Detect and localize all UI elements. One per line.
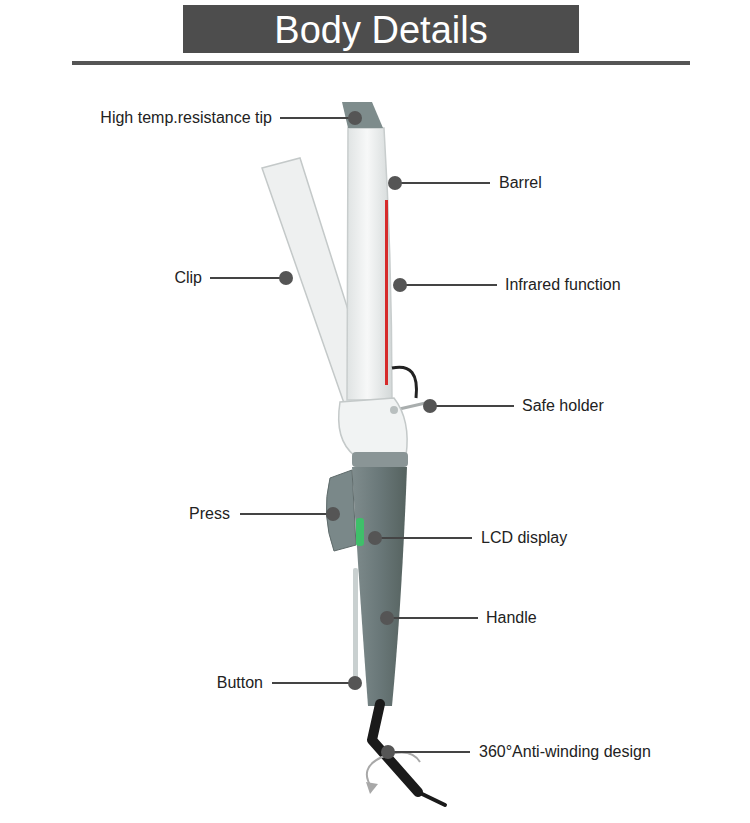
leader-line (272, 682, 355, 684)
holder-wire (392, 367, 417, 398)
leader-lines (210, 118, 514, 752)
leader-line (395, 182, 490, 184)
leader-dot (368, 531, 382, 545)
leader-line (240, 513, 333, 515)
tip-shape (342, 102, 383, 128)
handle-shape (352, 467, 407, 706)
part-label: 360°Anti-winding design (479, 742, 651, 761)
leader-dots (279, 111, 437, 759)
press-lever (326, 470, 356, 551)
handle-collar (352, 452, 408, 467)
hinge-pin (390, 406, 398, 414)
part-label: High temp.resistance tip (100, 108, 272, 127)
leader-line (210, 277, 286, 279)
leader-line (375, 537, 472, 539)
leader-dot (326, 507, 340, 521)
leader-line (400, 284, 497, 286)
leader-dot (279, 271, 293, 285)
part-label: Press (189, 504, 230, 523)
leader-dot (423, 399, 437, 413)
leader-dot (348, 676, 362, 690)
button-slot (353, 568, 358, 690)
lcd-window (356, 518, 364, 546)
barrel-shape (347, 128, 392, 400)
power-cord (372, 704, 418, 792)
part-label: Clip (174, 268, 202, 287)
page-title: Body Details (274, 11, 487, 49)
part-label: Barrel (499, 173, 542, 192)
leader-dot (388, 176, 402, 190)
part-label: Safe holder (522, 396, 604, 415)
leader-dot (348, 111, 362, 125)
infrared-strip (385, 200, 388, 385)
clip-base (339, 398, 407, 456)
part-label: Handle (486, 608, 537, 627)
leader-dot (380, 611, 394, 625)
leader-line (280, 117, 355, 119)
leader-dot (381, 745, 395, 759)
leader-dot (393, 278, 407, 292)
part-label: Infrared function (505, 275, 621, 294)
part-label: LCD display (481, 528, 567, 547)
title-banner (183, 5, 579, 53)
title-rule (72, 61, 690, 65)
leader-line (387, 617, 478, 619)
leader-line (430, 405, 514, 407)
power-cord-end (418, 792, 445, 805)
rotation-arrowhead (366, 782, 378, 794)
part-label: Button (217, 673, 263, 692)
rotation-arrow (367, 753, 420, 788)
leader-line (388, 751, 470, 753)
